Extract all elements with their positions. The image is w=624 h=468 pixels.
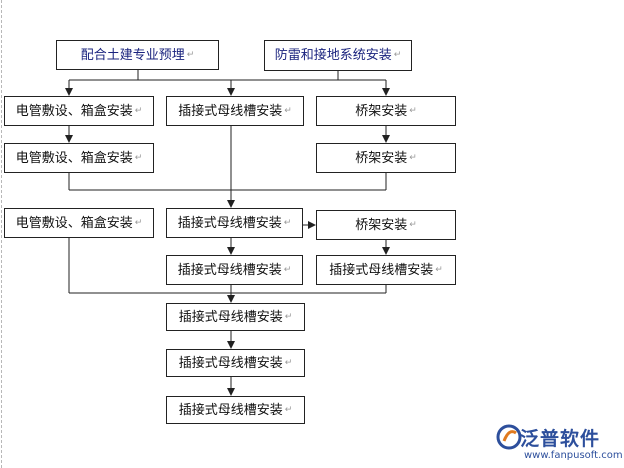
logo-emblem-icon: [496, 424, 522, 450]
paragraph-mark: ↵: [409, 152, 417, 163]
paragraph-mark: ↵: [283, 264, 292, 275]
box-busway-2: 插接式母线槽安装↵: [166, 208, 303, 238]
paragraph-mark: ↵: [409, 105, 417, 116]
paragraph-mark: ↵: [134, 217, 143, 228]
fanpusoft-logo: 泛普软件 www.fanpusoft.com: [496, 422, 623, 466]
box-busway-6-label: 插接式母线槽安装: [178, 355, 283, 371]
box-busway-1-label: 插接式母线槽安装: [178, 103, 283, 119]
box-tray-3: 桥架安装↵: [316, 210, 456, 240]
box-tray-2-label: 桥架安装: [355, 150, 408, 166]
box-busway-7-label: 插接式母线槽安装: [178, 402, 283, 418]
box-tray-2: 桥架安装↵: [316, 143, 456, 173]
paragraph-mark: ↵: [134, 105, 143, 116]
box-busway-3: 插接式母线槽安装↵: [166, 255, 303, 285]
box-conduit-2-label: 电管敷设、箱盒安装: [15, 150, 133, 166]
box-busway-6: 插接式母线槽安装↵: [166, 349, 305, 377]
box-conduit-3: 电管敷设、箱盒安装↵: [4, 208, 154, 238]
box-tray-1-label: 桥架安装: [355, 103, 408, 119]
box-conduit-2: 电管敷设、箱盒安装↵: [4, 143, 154, 173]
paragraph-mark: ↵: [393, 50, 402, 60]
box-busway-2-label: 插接式母线槽安装: [177, 215, 282, 231]
box-tray-3-label: 桥架安装: [355, 217, 408, 233]
page-margin-guide: [1, 0, 2, 468]
box-busway-7: 插接式母线槽安装↵: [166, 396, 305, 424]
box-busway-1: 插接式母线槽安装↵: [166, 96, 304, 126]
box-lightning-grounding: 防雷和接地系统安装↵: [264, 40, 412, 71]
box-busway-4: 插接式母线槽安装↵: [316, 255, 456, 285]
box-conduit-3-label: 电管敷设、箱盒安装: [15, 215, 133, 231]
box-busway-5-label: 插接式母线槽安装: [178, 309, 283, 325]
paragraph-mark: ↵: [284, 357, 293, 368]
paragraph-mark: ↵: [284, 105, 292, 116]
box-lightning-grounding-label: 防雷和接地系统安装: [274, 48, 392, 63]
box-tray-1: 桥架安装↵: [316, 96, 456, 126]
box-busway-5: 插接式母线槽安装↵: [166, 303, 305, 331]
box-conduit-1-label: 电管敷设、箱盒安装: [15, 103, 133, 119]
paragraph-mark: ↵: [284, 404, 293, 415]
box-conduit-1: 电管敷设、箱盒安装↵: [4, 96, 154, 126]
paragraph-mark: ↵: [186, 49, 195, 60]
box-busway-4-label: 插接式母线槽安装: [329, 262, 434, 278]
paragraph-mark: ↵: [409, 219, 417, 230]
box-pre-embed: 配合土建专业预埋↵: [56, 40, 219, 70]
paragraph-mark: ↵: [284, 311, 293, 322]
paragraph-mark: ↵: [435, 264, 443, 275]
paragraph-mark: ↵: [134, 152, 143, 163]
logo-url: www.fanpusoft.com: [524, 450, 623, 461]
logo-name: 泛普软件: [520, 428, 601, 450]
box-pre-embed-label: 配合土建专业预埋: [80, 47, 185, 63]
box-busway-3-label: 插接式母线槽安装: [177, 262, 282, 278]
paragraph-mark: ↵: [283, 217, 292, 228]
